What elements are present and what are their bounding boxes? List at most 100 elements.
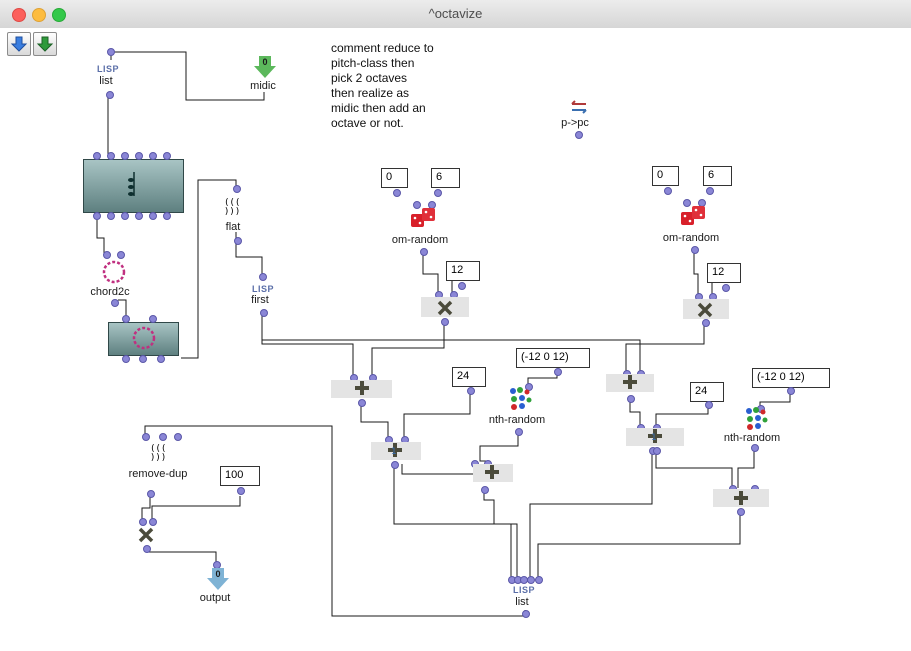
window-titlebar: ^octavize: [0, 0, 911, 29]
inlet[interactable]: [139, 518, 147, 526]
outlet[interactable]: [705, 401, 713, 409]
outlet[interactable]: [522, 610, 530, 618]
outlet[interactable]: [111, 299, 119, 307]
outlet[interactable]: [93, 212, 101, 220]
outlet[interactable]: [691, 246, 699, 254]
min-value-input[interactable]: 0: [652, 166, 679, 186]
inlet[interactable]: [142, 433, 150, 441]
inlet[interactable]: [121, 152, 129, 160]
minimize-button[interactable]: [32, 8, 46, 22]
outlet[interactable]: [135, 212, 143, 220]
colored-dots-icon: [746, 407, 768, 430]
outlet[interactable]: [751, 444, 759, 452]
close-button[interactable]: [12, 8, 26, 22]
box-label: list: [515, 596, 529, 608]
patch-canvas[interactable]: LISP list 0 midic comment reduce to pitc…: [0, 28, 911, 651]
box-label: nth-random: [488, 414, 546, 426]
box-label: om-random: [662, 232, 720, 244]
inlet[interactable]: [107, 152, 115, 160]
factor-input[interactable]: 100: [220, 466, 260, 486]
outlet[interactable]: [143, 545, 151, 553]
outlet[interactable]: [722, 284, 730, 292]
offset-input-2[interactable]: 24: [690, 382, 724, 402]
outlet[interactable]: [149, 212, 157, 220]
outlet[interactable]: [554, 368, 562, 376]
inlet[interactable]: [163, 152, 171, 160]
box-label: list: [99, 75, 113, 87]
outlet[interactable]: [787, 387, 795, 395]
parentheses-icon: ((( ))): [150, 444, 166, 462]
outlet[interactable]: [706, 187, 714, 195]
outlet[interactable]: [163, 212, 171, 220]
dice-icon: [411, 208, 435, 227]
outlet[interactable]: [575, 131, 583, 139]
lisp-tag: LISP: [512, 585, 536, 595]
outlet[interactable]: [237, 487, 245, 495]
output-value: 0: [215, 569, 221, 579]
outlet[interactable]: [481, 486, 489, 494]
box-label: chord2c: [90, 286, 130, 298]
outlet[interactable]: [147, 490, 155, 498]
outlet[interactable]: [106, 91, 114, 99]
outlet[interactable]: [107, 212, 115, 220]
outlet[interactable]: [121, 212, 129, 220]
maximize-button[interactable]: [52, 8, 66, 22]
outlet[interactable]: [467, 387, 475, 395]
min-value-input[interactable]: 0: [381, 168, 408, 188]
inlet[interactable]: [259, 273, 267, 281]
outlet[interactable]: [627, 395, 635, 403]
outlet[interactable]: [434, 189, 442, 197]
midic-value: 0: [262, 57, 268, 67]
move-down-green-button[interactable]: [33, 32, 57, 56]
outlet[interactable]: [260, 309, 268, 317]
inlet[interactable]: [535, 576, 543, 584]
outlet[interactable]: [653, 447, 661, 455]
outlet[interactable]: [157, 355, 165, 363]
outlet[interactable]: [393, 189, 401, 197]
move-down-blue-button[interactable]: [7, 32, 31, 56]
inlet[interactable]: [103, 251, 111, 259]
inlet[interactable]: [93, 152, 101, 160]
outlet[interactable]: [139, 355, 147, 363]
box-label: nth-random: [723, 432, 781, 444]
inlet[interactable]: [159, 433, 167, 441]
outlet[interactable]: [458, 282, 466, 290]
inlet[interactable]: [135, 152, 143, 160]
max-value-input[interactable]: 6: [703, 166, 732, 186]
outlet[interactable]: [122, 355, 130, 363]
inlet[interactable]: [233, 185, 241, 193]
outlet[interactable]: [391, 461, 399, 469]
list-input[interactable]: (-12 0 12): [516, 348, 590, 368]
inlet[interactable]: [149, 315, 157, 323]
factor-input[interactable]: 12: [446, 261, 480, 281]
inlet[interactable]: [122, 315, 130, 323]
list-input[interactable]: (-12 0 12): [752, 368, 830, 388]
multiply-icon: [697, 302, 713, 318]
inlet[interactable]: [527, 576, 535, 584]
svg-text:))): ))): [150, 453, 166, 462]
outlet[interactable]: [737, 508, 745, 516]
inlet[interactable]: [174, 433, 182, 441]
inlet[interactable]: [413, 201, 421, 209]
offset-input-1[interactable]: 24: [452, 367, 486, 387]
outlet[interactable]: [234, 237, 242, 245]
inlet[interactable]: [107, 48, 115, 56]
outlet[interactable]: [702, 319, 710, 327]
inlet[interactable]: [149, 152, 157, 160]
green-arrow-icon: [254, 56, 276, 78]
outlet[interactable]: [441, 318, 449, 326]
inlet[interactable]: [149, 518, 157, 526]
box-label: om-random: [391, 234, 449, 246]
patch-comment[interactable]: comment reduce to pitch-class then pick …: [331, 41, 434, 130]
outlet[interactable]: [664, 187, 672, 195]
circle-chord-icon: [132, 326, 156, 350]
inlet[interactable]: [117, 251, 125, 259]
outlet[interactable]: [515, 428, 523, 436]
outlet[interactable]: [358, 399, 366, 407]
svg-text:(((: (((: [150, 444, 166, 454]
max-value-input[interactable]: 6: [431, 168, 460, 188]
lisp-tag: LISP: [96, 64, 120, 74]
outlet[interactable]: [420, 248, 428, 256]
factor-input[interactable]: 12: [707, 263, 741, 283]
inlet[interactable]: [683, 199, 691, 207]
